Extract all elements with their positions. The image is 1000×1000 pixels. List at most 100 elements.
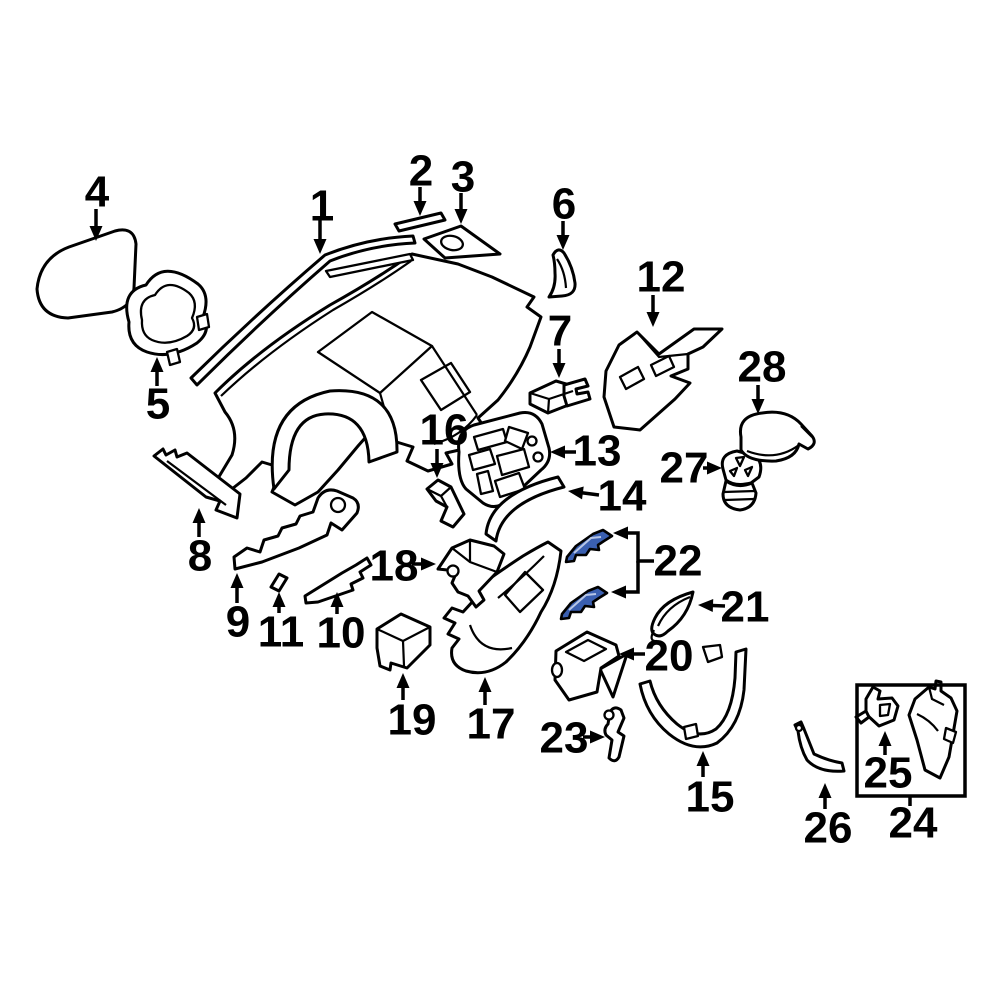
part-21 <box>650 590 695 643</box>
part-23-outline <box>603 706 626 763</box>
part-1-fold-line-a <box>431 345 478 416</box>
part-8-fold <box>166 460 227 506</box>
callout-22-arrowhead-1 <box>611 585 626 599</box>
part-22-clip-lower-facet <box>568 593 597 611</box>
part-10 <box>303 556 373 605</box>
part-16 <box>425 478 466 529</box>
callout-10-number: 10 <box>317 609 366 658</box>
callout-24: 24 <box>855 683 967 848</box>
callout-8: 8 <box>188 508 212 581</box>
callout-12: 12 <box>637 253 686 327</box>
callout-20-number: 20 <box>645 632 694 681</box>
callout-17-arrowhead-0 <box>478 677 492 692</box>
part-9 <box>232 488 360 571</box>
part-12-notch-b <box>649 354 676 378</box>
callout-5-number: 5 <box>146 380 170 429</box>
callout-10: 10 <box>317 592 366 658</box>
callout-12-arrowhead-0 <box>646 312 660 327</box>
part-22-clip-upper-facet <box>573 536 602 554</box>
part-4 <box>35 228 138 320</box>
callout-6-number: 6 <box>552 180 576 229</box>
callout-25-number: 25 <box>864 749 913 798</box>
callout-1-number: 1 <box>310 182 334 231</box>
callout-14-arrowhead-0 <box>568 486 584 500</box>
callout-27: 27 <box>660 444 722 493</box>
part-5-inner <box>139 283 197 344</box>
part-1-windshield-strip <box>189 234 417 387</box>
part-1-fold-line-c <box>433 414 478 446</box>
callout-3-number: 3 <box>451 153 475 202</box>
part-20 <box>550 630 629 702</box>
callout-15-arrowhead-0 <box>696 751 710 766</box>
callout-14-arrow-0 <box>578 490 600 497</box>
callout-4: 4 <box>85 168 110 241</box>
callout-22: 22 <box>611 526 703 599</box>
parts-layer <box>35 211 959 780</box>
part-19-edges <box>376 626 431 667</box>
callout-17-number: 17 <box>467 700 516 749</box>
callout-10-arrowhead-0 <box>330 592 344 607</box>
callout-15: 15 <box>686 751 734 822</box>
callout-2-number: 2 <box>409 147 433 196</box>
part-15-outline <box>638 647 748 749</box>
callout-4-number: 4 <box>85 168 110 217</box>
part-1-right-flap <box>419 361 472 412</box>
part-5-tab-bottom <box>165 347 182 367</box>
callout-8-number: 8 <box>188 532 212 581</box>
callout-25-arrowhead-0 <box>878 731 892 746</box>
callout-28-arrowhead-0 <box>751 399 765 414</box>
callout-7-number: 7 <box>548 307 572 356</box>
callout-26-arrowhead-0 <box>818 783 832 798</box>
part-25 <box>854 685 900 728</box>
callout-7: 7 <box>548 307 572 378</box>
part-9-hole <box>329 496 347 514</box>
part-26-pivot <box>794 723 804 733</box>
callout-16: 16 <box>420 406 468 478</box>
part-7 <box>528 377 592 415</box>
part-15 <box>638 643 748 749</box>
part-25-tail <box>854 709 871 725</box>
part-9-outline <box>232 488 360 571</box>
callout-12-number: 12 <box>637 253 686 302</box>
part-18-outline <box>436 538 506 609</box>
callout-3-arrowhead-0 <box>454 209 468 224</box>
part-24 <box>907 679 959 780</box>
part-13 <box>457 411 552 508</box>
part-28-inner-line <box>746 444 800 457</box>
part-17-fold-b <box>468 624 513 651</box>
callout-6: 6 <box>552 180 576 250</box>
callout-1: 1 <box>310 182 334 254</box>
callout-6-arrowhead-0 <box>556 235 570 250</box>
callout-19-arrowhead-0 <box>396 673 410 688</box>
part-13-slot-e <box>475 469 495 496</box>
part-24-outline <box>907 679 959 780</box>
part-3 <box>422 224 502 260</box>
part-6-inner-line <box>556 258 568 289</box>
part-7-edge <box>529 389 574 414</box>
callout-21-arrowhead-0 <box>698 599 714 613</box>
callout-1-arrowhead-0 <box>313 239 327 254</box>
callout-4-arrowhead-0 <box>89 226 103 241</box>
part-13-slot-d <box>495 447 531 477</box>
part-2 <box>393 211 447 233</box>
callout-28-number: 28 <box>738 343 787 392</box>
part-24-edge-b <box>916 713 939 732</box>
callout-23: 23 <box>540 714 605 763</box>
callout-22-number: 22 <box>654 537 703 586</box>
callout-14: 14 <box>568 472 647 521</box>
callout-20: 20 <box>619 632 693 681</box>
part-14 <box>484 475 566 543</box>
part-13-hole-a <box>526 435 538 447</box>
callout-22-arrowhead-0 <box>613 526 628 540</box>
part-12 <box>602 327 724 432</box>
part-24-notch <box>942 726 958 745</box>
part-21-outline <box>650 590 695 638</box>
part-6 <box>547 248 577 299</box>
part-24-edge-a <box>927 686 945 706</box>
part-7-clip <box>562 377 592 408</box>
part-1-ledge-line <box>220 260 412 397</box>
part-21-vein <box>656 595 691 627</box>
part-12-fold <box>636 331 689 359</box>
callout-23-number: 23 <box>540 714 589 763</box>
